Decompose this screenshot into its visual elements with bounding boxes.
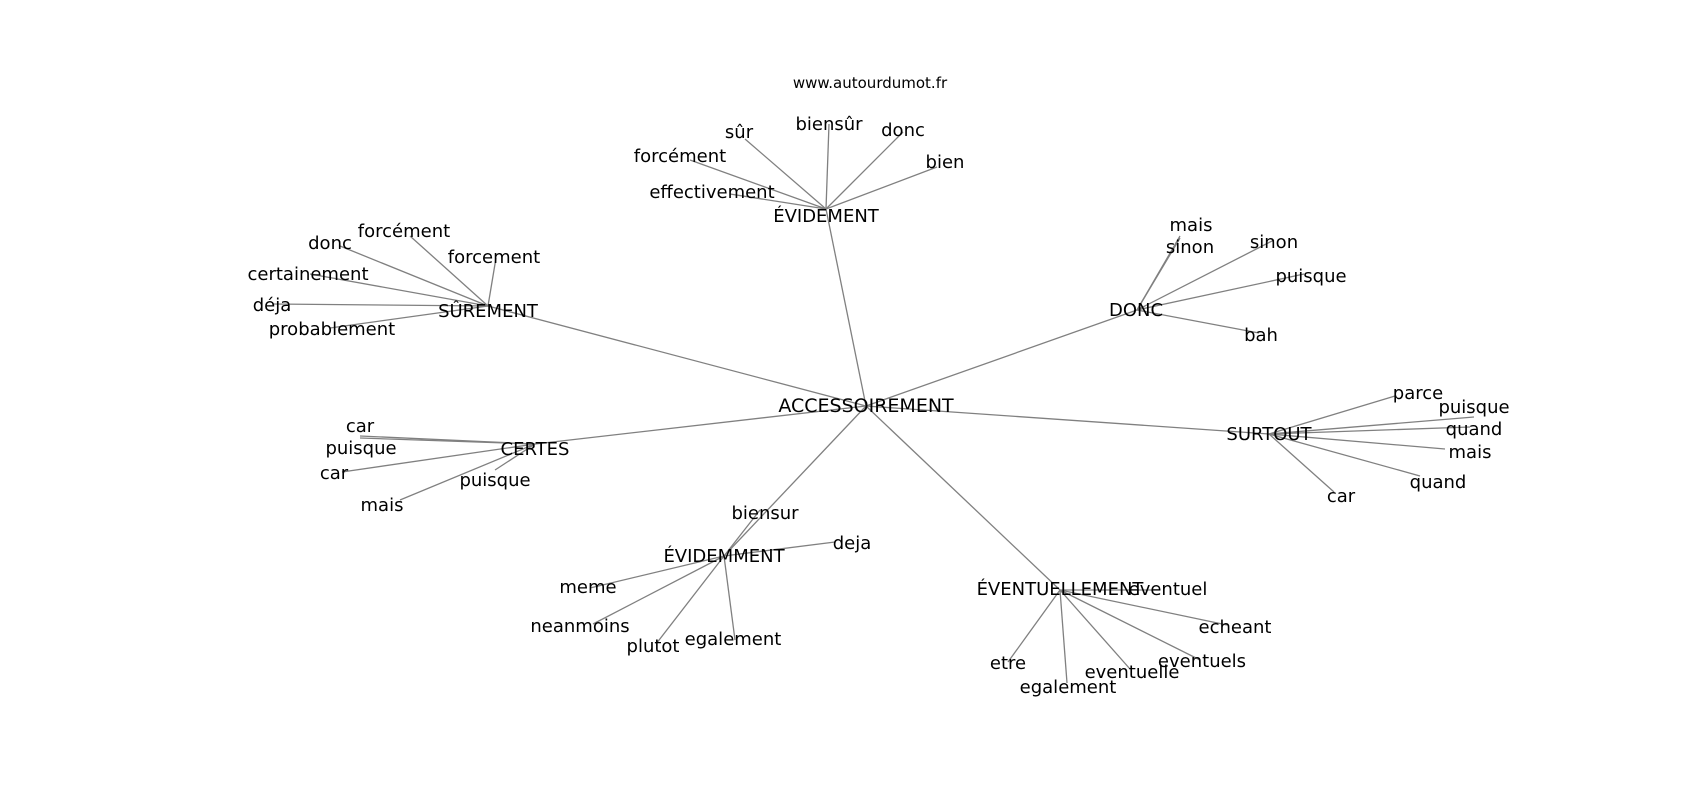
hub-to-leaf-edge xyxy=(1268,416,1475,435)
hub-to-leaf-edge xyxy=(825,123,830,210)
hub-to-leaf-edge xyxy=(1059,589,1131,670)
leaf-node[interactable]: biensur xyxy=(731,503,799,524)
leaf-node[interactable]: sinon xyxy=(1250,232,1298,253)
leaf-node[interactable]: eventuelle xyxy=(1085,662,1180,683)
leaf-node[interactable]: bah xyxy=(1244,325,1278,346)
hub-to-leaf-edge xyxy=(589,555,725,589)
leaf-node[interactable]: etre xyxy=(990,653,1026,674)
center-to-hub-edge xyxy=(865,405,1061,591)
hub-to-leaf-edge xyxy=(409,235,489,307)
leaf-node[interactable]: mais xyxy=(361,495,404,516)
leaf-node[interactable]: quand xyxy=(1446,419,1503,440)
leaf-node[interactable]: certainement xyxy=(247,264,368,285)
hub-node[interactable]: ÉVENTUELLEMENT xyxy=(977,578,1145,600)
hub-to-leaf-edge xyxy=(1136,239,1275,311)
hub-to-leaf-edge xyxy=(1268,433,1446,450)
hub-node[interactable]: DONC xyxy=(1109,300,1163,321)
hub-to-leaf-edge xyxy=(329,305,489,329)
leaf-node[interactable]: probablement xyxy=(269,319,395,340)
leaf-node[interactable]: car xyxy=(346,416,375,437)
hub-to-leaf-edge xyxy=(494,443,536,471)
hub-to-leaf-edge xyxy=(1268,433,1335,493)
leaf-node[interactable]: parce xyxy=(1393,383,1443,404)
leaf-node[interactable]: car xyxy=(1327,486,1356,507)
hub-node[interactable]: ÉVIDEMENT xyxy=(773,205,880,227)
leaf-node[interactable]: effectivement xyxy=(649,182,774,203)
hub-node[interactable]: ÉVIDEMMENT xyxy=(663,545,785,567)
leaf-node[interactable]: echeant xyxy=(1199,617,1272,638)
leaf-node[interactable]: neanmoins xyxy=(530,616,629,637)
hub-to-leaf-edge xyxy=(487,257,497,307)
hub-to-leaf-edge xyxy=(1059,589,1201,661)
leaf-node[interactable]: car xyxy=(320,463,349,484)
hub-to-leaf-edge xyxy=(592,555,725,625)
graph-edges xyxy=(271,123,1475,684)
leaf-node[interactable]: eventuel xyxy=(1129,579,1208,600)
center-to-hub-edge xyxy=(865,405,1270,435)
leaf-node[interactable]: deja xyxy=(833,533,872,554)
graph-labels: www.autourdumot.fr ACCESSOIREMENT sûr bie… xyxy=(247,74,1509,698)
leaf-node[interactable]: bien xyxy=(926,152,965,173)
leaf-node[interactable]: forcément xyxy=(634,146,726,167)
center-to-hub-edge xyxy=(723,405,867,557)
leaf-node[interactable]: puisque xyxy=(1275,266,1346,287)
hub-to-leaf-edge xyxy=(1268,433,1421,477)
hub-to-leaf-edge xyxy=(399,443,536,501)
hub-to-leaf-edge xyxy=(1059,589,1068,684)
hub-to-leaf-edge xyxy=(825,131,904,210)
hub-to-leaf-edge xyxy=(1059,589,1228,626)
center-to-hub-edge xyxy=(534,405,867,445)
hub-node[interactable]: CERTES xyxy=(501,439,570,460)
hub-node[interactable]: SURTOUT xyxy=(1226,424,1312,445)
leaf-node[interactable]: meme xyxy=(559,577,616,598)
hub-to-leaf-edge xyxy=(825,166,938,210)
hub-to-leaf-edge xyxy=(689,159,827,210)
hub-to-leaf-edge xyxy=(655,555,725,645)
leaf-node[interactable]: biensûr xyxy=(795,114,863,135)
hub-to-leaf-edge xyxy=(723,509,761,557)
hub-to-leaf-edge xyxy=(1268,426,1471,435)
leaf-node[interactable]: donc xyxy=(881,120,925,141)
hub-to-leaf-edge xyxy=(723,541,836,557)
leaf-node[interactable]: egalement xyxy=(685,629,782,650)
leaf-node[interactable]: donc xyxy=(308,233,352,254)
hub-to-leaf-edge xyxy=(1268,395,1396,435)
leaf-node[interactable]: mais xyxy=(1170,215,1213,236)
hub-to-leaf-edge xyxy=(729,193,827,210)
leaf-node[interactable]: quand xyxy=(1410,472,1467,493)
leaf-node[interactable]: forcement xyxy=(448,247,540,268)
hub-to-leaf-edge xyxy=(1007,589,1061,663)
hub-to-leaf-edge xyxy=(359,437,536,445)
center-to-hub-edge xyxy=(487,305,867,407)
leaf-node[interactable]: mais xyxy=(1449,442,1492,463)
leaf-node[interactable]: sinon xyxy=(1166,237,1214,258)
hub-to-leaf-edge xyxy=(339,245,489,307)
credit-text: www.autourdumot.fr xyxy=(793,74,948,92)
hub-to-leaf-edge xyxy=(723,555,736,641)
center-to-hub-edge xyxy=(825,208,867,407)
hub-to-leaf-edge xyxy=(1136,237,1181,311)
center-node[interactable]: ACCESSOIREMENT xyxy=(778,395,954,417)
hub-to-leaf-edge xyxy=(744,138,827,210)
leaf-node[interactable]: puisque xyxy=(325,438,396,459)
leaf-node[interactable]: forcément xyxy=(358,221,450,242)
leaf-node[interactable]: eventuels xyxy=(1158,651,1246,672)
leaf-node[interactable]: plutot xyxy=(627,636,680,657)
hub-to-leaf-edge xyxy=(1136,273,1305,311)
hub-to-leaf-edge xyxy=(271,303,489,307)
hub-to-leaf-edge xyxy=(309,273,489,307)
leaf-node[interactable]: egalement xyxy=(1020,677,1117,698)
center-to-hub-edge xyxy=(865,309,1138,407)
leaf-node[interactable]: déja xyxy=(253,295,292,316)
leaf-node[interactable]: sûr xyxy=(725,122,754,143)
hub-node[interactable]: SÛREMENT xyxy=(438,300,539,322)
hub-to-leaf-edge xyxy=(341,443,536,473)
hub-to-leaf-edge xyxy=(1136,309,1260,334)
leaf-node[interactable]: puisque xyxy=(1438,397,1509,418)
leaf-node[interactable]: puisque xyxy=(459,470,530,491)
